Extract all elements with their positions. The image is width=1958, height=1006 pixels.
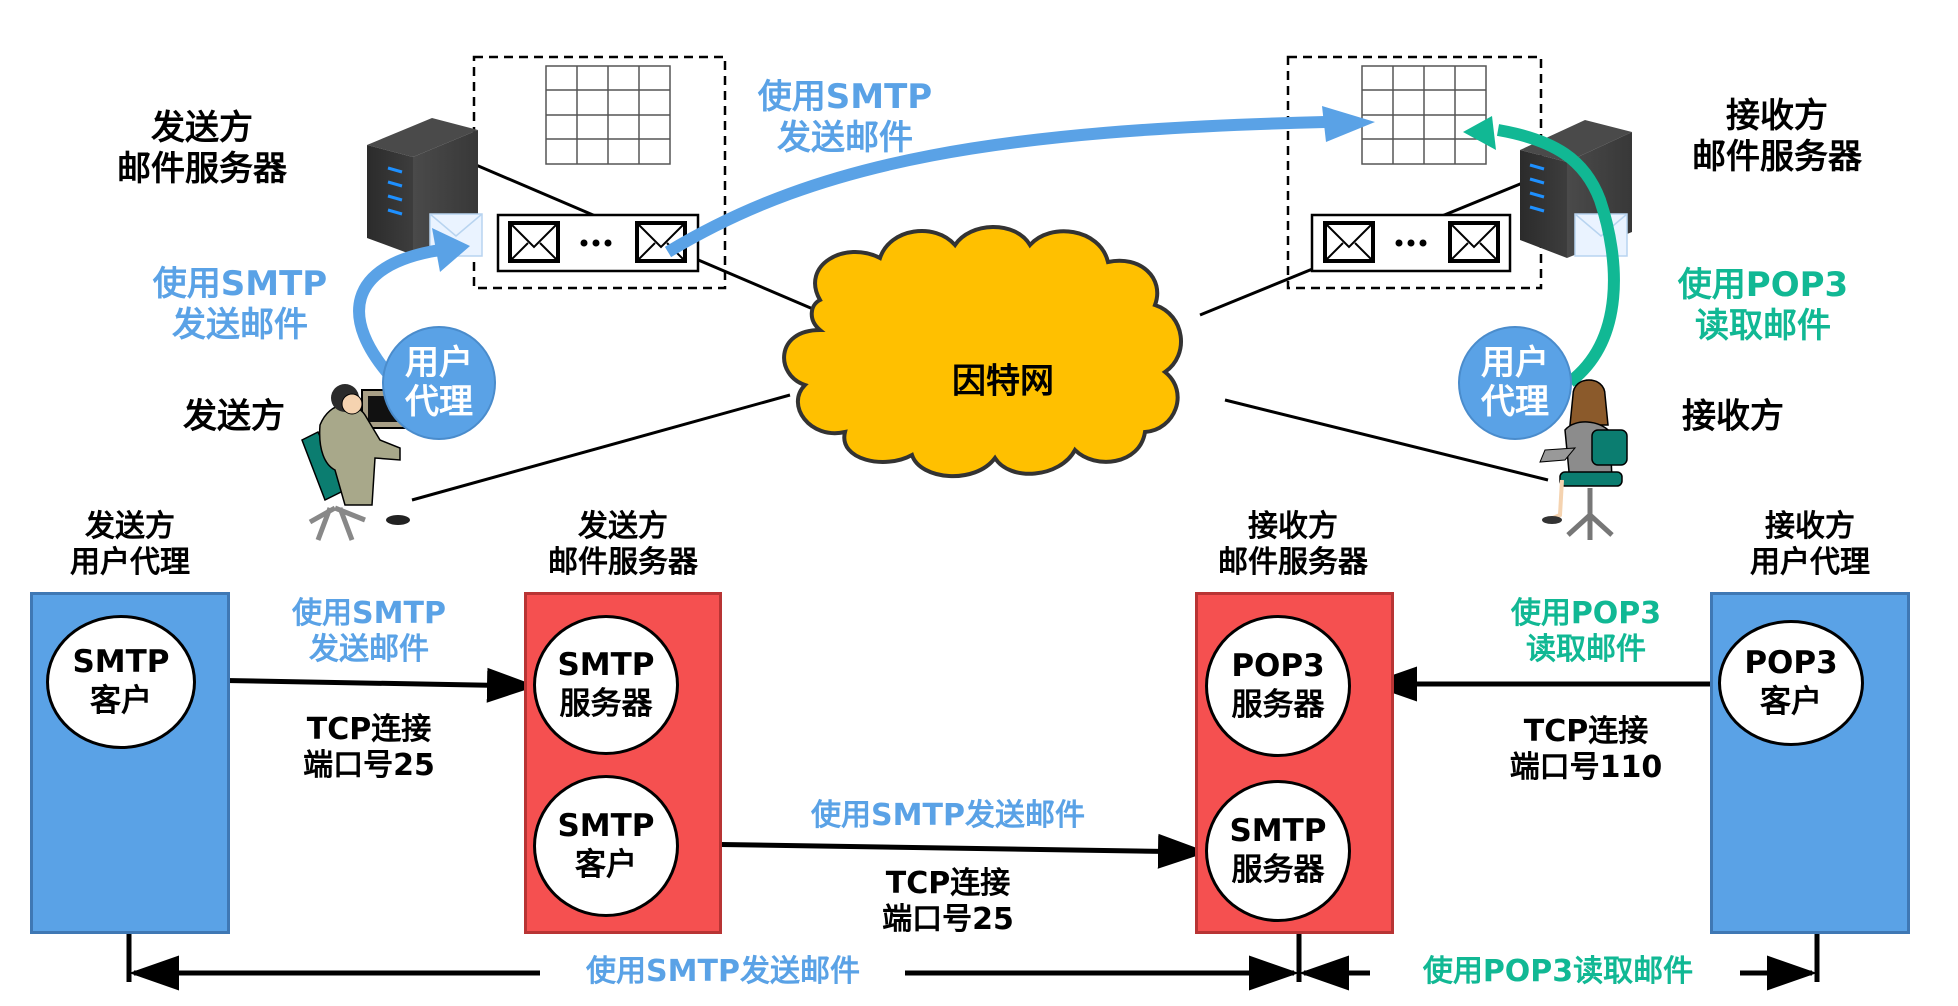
agent-to-server-smtp-label: 使用SMTP 发送邮件 [153,264,327,346]
link-pop3-connection-label: TCP连接 端口号110 [1510,714,1663,786]
title-line: 接收方 [1765,509,1855,544]
label-line: 使用POP3 [1677,265,1849,306]
title-line: 接收方 [1248,509,1338,544]
title-line: 邮件服务器 [548,545,698,580]
label-line: 端口号110 [1509,750,1663,785]
agent-line: 用户 [1481,342,1549,383]
module-line: 客户 [575,847,637,883]
receiver-person-icon [1539,379,1628,540]
title-line: 发送方 [578,509,668,544]
module-line: SMTP [1229,813,1327,850]
title-line: 发送方 [85,509,175,544]
column-title-sender-mail-server: 发送方 邮件服务器 [548,509,698,581]
arrow-server-to-server [664,116,1326,258]
module-line: SMTP [557,808,655,845]
receiver-label: 接收方 [1682,396,1784,437]
label-line: 使用SMTP [757,77,933,118]
label-line: TCP连接 [885,866,1011,901]
pop3-server-module: POP3 服务器 [1205,615,1351,757]
module-line: 客户 [1760,684,1822,720]
title-line: 用户代理 [70,545,190,580]
title-line: 邮件服务器 [117,149,287,189]
module-line: 服务器 [559,686,653,722]
span-pop3-label: 使用POP3读取邮件 [1422,954,1694,989]
label-line: 发送邮件 [172,305,308,345]
link-ua-server-connection-label: TCP连接 端口号25 [303,712,435,784]
label-line: 使用SMTP [152,264,328,305]
label-line: TCP连接 [306,712,432,747]
label-line: 端口号25 [303,748,435,783]
module-line: 客户 [90,683,152,719]
arrow-agent-to-sender-server [353,244,441,383]
envelope-icon [1323,221,1375,263]
module-line: 服务器 [1231,852,1325,888]
sender-grid [545,65,671,165]
link-pop3-protocol-label: 使用POP3 读取邮件 [1511,596,1661,668]
title-line: 接收方 [1726,96,1828,137]
label-line: TCP连接 [1523,714,1649,749]
sender-label: 发送方 [183,396,285,437]
envelope-icon [508,221,560,263]
column-title-sender-user-agent: 发送方 用户代理 [70,509,190,581]
label-line: 读取邮件 [1525,632,1646,667]
smtp-server-module: SMTP 服务器 [1205,780,1351,922]
smtp-client-module: SMTP 客户 [533,775,679,917]
sender-user-agent-badge: 用户 代理 [382,326,496,440]
title-line: 邮件服务器 [1692,137,1862,177]
label-line: 读取邮件 [1695,306,1831,346]
module-line: 服务器 [1231,687,1325,723]
envelope-icon [1448,221,1500,263]
receiver-user-agent-badge: 用户 代理 [1458,326,1572,440]
module-line: SMTP [557,647,655,684]
agent-line: 代理 [1481,382,1549,422]
agent-line: 代理 [405,382,473,422]
arrow-smtp-ua-to-server [195,667,537,703]
link-server-server-connection-label: TCP连接 端口号25 [882,866,1014,938]
receiver-grid [1361,65,1487,165]
sender-server-icon [367,118,483,257]
title-line: 发送方 [151,108,253,149]
link-left-user [411,393,791,502]
smtp-client-module: SMTP 客户 [46,615,196,749]
column-title-receiver-mail-server: 接收方 邮件服务器 [1218,509,1368,581]
span-smtp-label: 使用SMTP发送邮件 [586,954,860,989]
label-line: 使用POP3 [1510,596,1662,631]
pop3-client-module: POP3 客户 [1718,620,1864,746]
title-line: 用户代理 [1750,545,1870,580]
arrow-head [1463,116,1496,150]
agent-line: 用户 [405,342,473,383]
arrow-head [1322,106,1375,142]
sender-mail-server-title: 发送方 邮件服务器 [117,108,287,190]
module-line: POP3 [1231,648,1325,685]
title-line: 邮件服务器 [1218,545,1368,580]
internet-label: 因特网 [952,361,1054,402]
internet-cloud [782,225,1183,479]
sender-mailbox [496,213,700,273]
server-to-server-smtp-label: 使用SMTP 发送邮件 [758,77,932,159]
label-line: 端口号25 [882,902,1014,937]
smtp-server-module: SMTP 服务器 [533,615,679,755]
column-title-receiver-user-agent: 接收方 用户代理 [1750,509,1870,581]
receiver-mailbox [1310,213,1512,273]
pop3-read-label: 使用POP3 读取邮件 [1678,265,1848,347]
label-line: 使用SMTP [292,596,446,631]
arrow-smtp-server-to-server [687,833,1208,869]
module-line: SMTP [72,644,170,681]
arrow-head [432,228,470,272]
arrow-pop3-read [1496,124,1620,387]
link-ua-server-protocol-label: 使用SMTP 发送邮件 [292,596,446,668]
label-line: 发送邮件 [777,118,913,158]
receiver-mail-server-title: 接收方 邮件服务器 [1692,96,1862,178]
link-right-user [1224,398,1549,482]
module-line: POP3 [1744,645,1838,682]
label-line: 发送邮件 [308,632,429,667]
link-server-server-protocol-label: 使用SMTP发送邮件 [811,798,1085,833]
